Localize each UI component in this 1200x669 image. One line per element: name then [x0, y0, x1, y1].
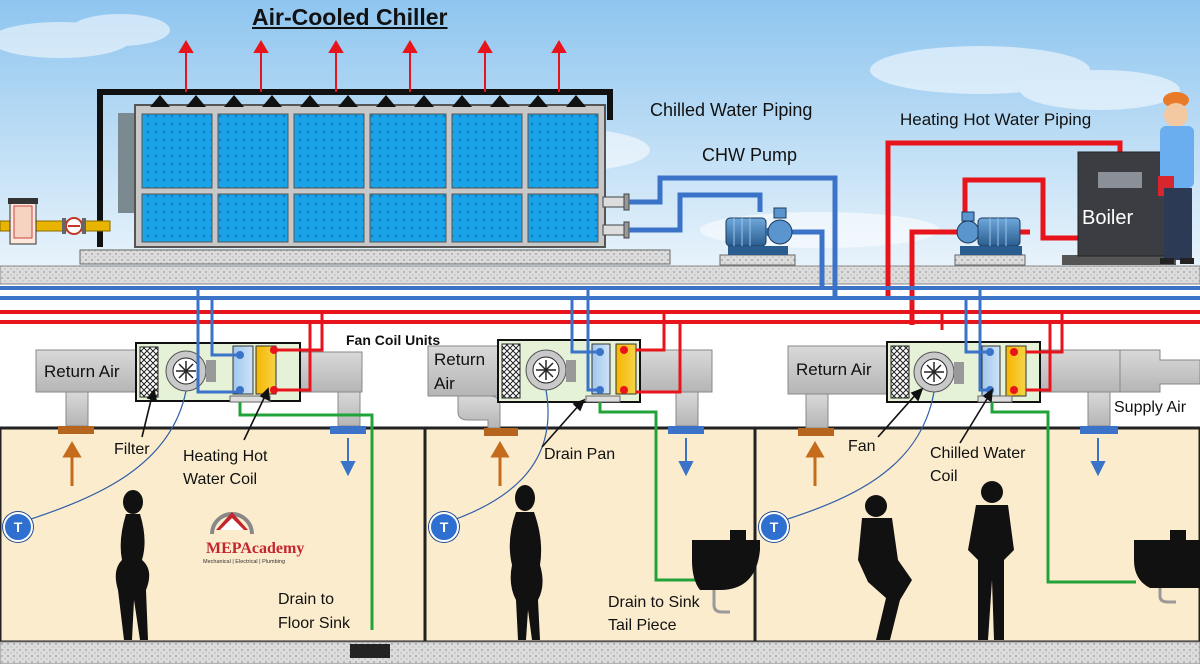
floor-sink-drain	[350, 644, 390, 658]
boiler	[1062, 151, 1177, 265]
woman-silhouette-2	[509, 485, 543, 640]
logo-brand-text: MEPAcademy	[206, 540, 305, 557]
floor-slab	[0, 641, 1200, 665]
chilled-coil-label-1: Chilled Water	[930, 445, 1026, 462]
fan-coil-unit-1	[35, 288, 374, 630]
roof-slab	[0, 265, 1200, 285]
woman-silhouette-1	[115, 490, 150, 640]
heating-coil-label-1: Heating Hot	[183, 448, 268, 465]
chiller-base	[79, 249, 671, 265]
condenser-coil-panels	[141, 113, 599, 243]
heat-rejection-arrows	[178, 40, 567, 92]
chw-pump-label: CHW Pump	[702, 145, 798, 165]
supply-air-label: Supply Air	[1114, 399, 1187, 416]
heating-hot-water-piping-label: Heating Hot Water Piping	[900, 110, 1092, 129]
fan-label: Fan	[848, 438, 876, 455]
chiller-fans	[150, 95, 586, 107]
distribution-headers	[0, 286, 1200, 324]
boiler-label: Boiler	[1082, 207, 1134, 229]
fan-coil-units-label: Fan Coil Units	[346, 332, 441, 348]
thermostat-room-2: T	[429, 512, 459, 542]
thermostat-room-3: T	[759, 512, 789, 542]
inlet-strainer-valve	[0, 198, 111, 245]
return-air-label-2b: Air	[434, 374, 455, 393]
heating-coil-label-2: Water Coil	[183, 471, 258, 488]
chilled-water-piping-label: Chilled Water Piping	[650, 100, 813, 120]
fan-coil-unit-3	[787, 288, 1200, 584]
chilled-water-piping-roof	[629, 175, 838, 300]
technician-figure	[1158, 92, 1194, 264]
air-cooled-chiller	[97, 89, 630, 248]
thermostat-wires	[15, 389, 935, 525]
drain-pan-label: Drain Pan	[544, 446, 616, 463]
thermostat-room-1: T	[3, 512, 33, 542]
man-silhouette-seated	[858, 495, 912, 640]
drain-sink-label-2: Tail Piece	[608, 617, 677, 634]
sink-room-3	[1134, 530, 1200, 604]
airflow-arrows	[62, 438, 1106, 486]
heating-hot-water-piping-roof	[885, 140, 1123, 325]
leader-lines	[141, 387, 993, 448]
logo-tagline: Mechanical | Electrical | Plumbing	[203, 559, 286, 565]
man-silhouette-standing	[968, 481, 1014, 640]
page-title: Air-Cooled Chiller	[252, 4, 448, 30]
sink-room-2	[692, 530, 760, 614]
return-air-label-1: Return Air	[44, 362, 120, 381]
chw-pump	[719, 207, 796, 266]
drain-floor-label-1: Drain to	[278, 591, 335, 608]
drain-floor-label-2: Floor Sink	[278, 615, 351, 632]
return-air-label-2a: Return	[434, 350, 486, 369]
occupant-silhouettes	[115, 481, 1014, 640]
chilled-coil-label-2: Coil	[930, 468, 958, 485]
filter-label: Filter	[114, 441, 150, 458]
return-air-label-3: Return Air	[796, 360, 872, 379]
hw-pump	[954, 211, 1026, 266]
mep-academy-logo-emblem	[210, 512, 254, 535]
fan-coil-unit-2	[427, 288, 713, 582]
drain-sink-label-1: Drain to Sink	[608, 594, 700, 611]
